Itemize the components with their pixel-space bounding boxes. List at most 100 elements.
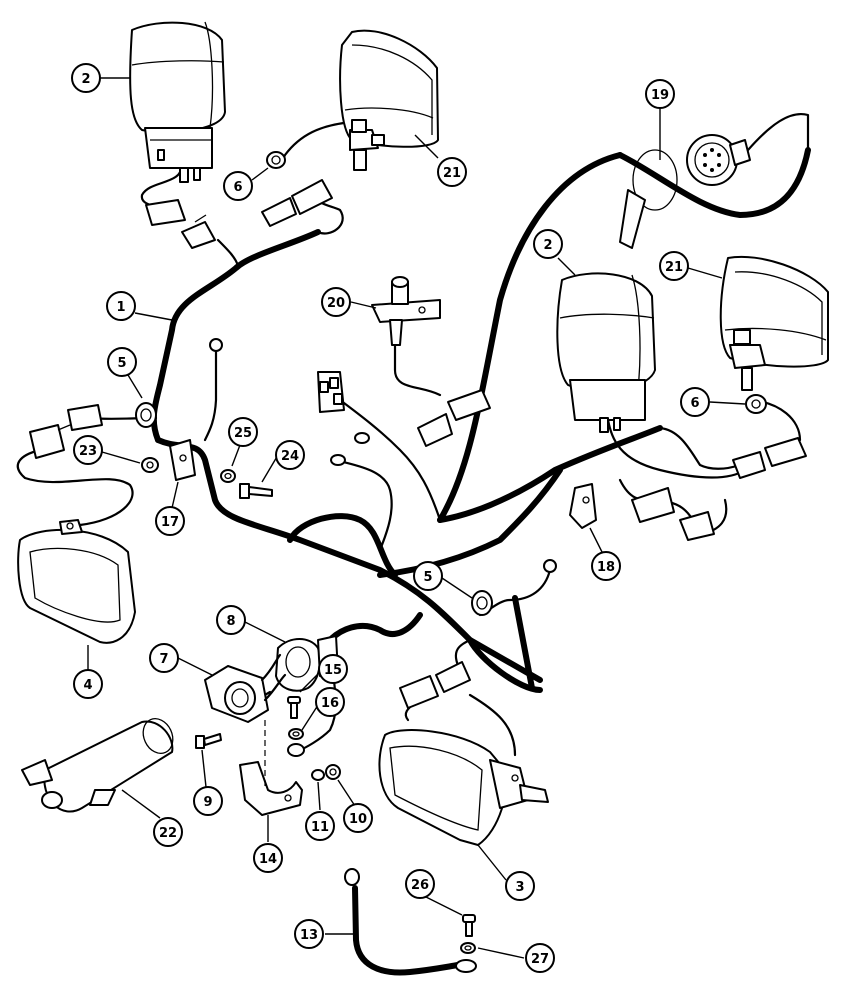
callout-label: 26: [411, 878, 429, 893]
callout-26: 26: [405, 869, 435, 899]
callout-6-top: 6: [223, 171, 253, 201]
callout-5-center: 5: [413, 561, 443, 591]
callout-19: 19: [645, 79, 675, 109]
callout-1: 1: [106, 291, 136, 321]
bolt-24: [239, 483, 273, 499]
callout-label: 13: [300, 928, 318, 943]
ring-terminal-right: [543, 559, 557, 573]
callout-label: 15: [324, 663, 342, 678]
callout-21-top: 21: [437, 157, 467, 187]
callout-label: 20: [327, 296, 345, 311]
callout-24: 24: [275, 440, 305, 470]
leader-lines: [87, 77, 746, 959]
callout-label: 22: [159, 826, 177, 841]
callout-label: 2: [543, 238, 552, 253]
work-lamp-right: [719, 255, 829, 391]
callout-label: 3: [515, 880, 524, 895]
connector-pair-switch: [417, 389, 491, 447]
callout-label: 16: [321, 696, 339, 711]
callout-label: 9: [203, 795, 212, 810]
connector-pair-right-lower: [631, 487, 715, 541]
work-lamp-top-left: [129, 21, 226, 183]
callout-label: 6: [233, 180, 242, 195]
callout-label: 27: [531, 952, 549, 967]
callout-20: 20: [321, 287, 351, 317]
work-lamp-top-middle: [339, 29, 439, 171]
callout-2-top-left: 2: [71, 63, 101, 93]
washer-16: [288, 728, 304, 740]
callout-label: 2: [81, 72, 90, 87]
work-lamp-bottom: [378, 729, 549, 846]
cable-tie: [619, 149, 678, 249]
callout-label: 7: [159, 652, 168, 667]
clip-18: [569, 483, 597, 529]
callout-label: 10: [349, 812, 367, 827]
branch-wires: [16, 120, 802, 757]
main-wiring-harness: [150, 147, 811, 693]
rocker-switch: [371, 276, 441, 346]
connector-pair-bottom: [399, 661, 471, 709]
callout-27: 27: [525, 943, 555, 973]
callout-3: 3: [505, 871, 535, 901]
callout-label: 21: [665, 260, 683, 275]
callout-6-right: 6: [680, 387, 710, 417]
ring-terminal-socket: [287, 743, 305, 757]
work-lamp-middle-right: [556, 272, 656, 433]
ring-terminal-harness-left: [209, 338, 223, 352]
callout-22: 22: [153, 817, 183, 847]
ground-strap: [344, 868, 477, 976]
ring-terminal-center-1: [330, 454, 346, 466]
washer-11: [311, 769, 325, 781]
callout-label: 4: [83, 678, 92, 693]
callout-16: 16: [315, 687, 345, 717]
callout-label: 1: [116, 300, 125, 315]
callout-18: 18: [591, 551, 621, 581]
callout-21-right: 21: [659, 251, 689, 281]
callout-9: 9: [193, 786, 223, 816]
screw-15: [287, 696, 301, 719]
clip-17: [169, 439, 196, 481]
callout-label: 17: [161, 515, 179, 530]
callout-10: 10: [343, 803, 373, 833]
callout-label: 6: [690, 396, 699, 411]
work-lamp-left: [17, 519, 136, 644]
callout-13: 13: [294, 919, 324, 949]
callout-label: 21: [443, 166, 461, 181]
connector-pair-right-upper: [732, 437, 807, 479]
callout-14: 14: [253, 843, 283, 873]
mounting-bracket: [239, 720, 303, 816]
grommet-left: [135, 402, 157, 428]
callout-4: 4: [73, 669, 103, 699]
callout-label: 25: [234, 426, 252, 441]
bolt-26: [462, 914, 476, 937]
three-pin-connector: [317, 371, 345, 413]
callout-11: 11: [305, 811, 335, 841]
callout-15: 15: [318, 654, 348, 684]
callout-23: 23: [73, 435, 103, 465]
nut-23: [141, 457, 159, 473]
callout-label: 5: [423, 570, 432, 585]
connector-pair-top-left: [145, 199, 216, 249]
callout-25: 25: [228, 417, 258, 447]
nut-10: [325, 764, 341, 780]
callout-label: 23: [79, 444, 97, 459]
callout-2-middle: 2: [533, 229, 563, 259]
callout-7: 7: [149, 643, 179, 673]
callout-label: 8: [226, 614, 235, 629]
callout-label: 19: [651, 88, 669, 103]
washer-27: [460, 942, 476, 954]
ring-terminal-center-2: [354, 432, 370, 444]
grommet-center: [471, 590, 493, 616]
callout-label: 5: [117, 356, 126, 371]
round-connector-plug: [686, 112, 810, 186]
callout-8: 8: [216, 605, 246, 635]
grommet-right: [745, 394, 767, 414]
connector-pair-top-middle: [261, 179, 333, 227]
washer-25: [220, 469, 236, 483]
callout-17: 17: [155, 506, 185, 536]
callout-5-left: 5: [107, 347, 137, 377]
callout-label: 24: [281, 449, 299, 464]
grommet-top: [266, 151, 286, 169]
screw-9: [195, 733, 222, 749]
